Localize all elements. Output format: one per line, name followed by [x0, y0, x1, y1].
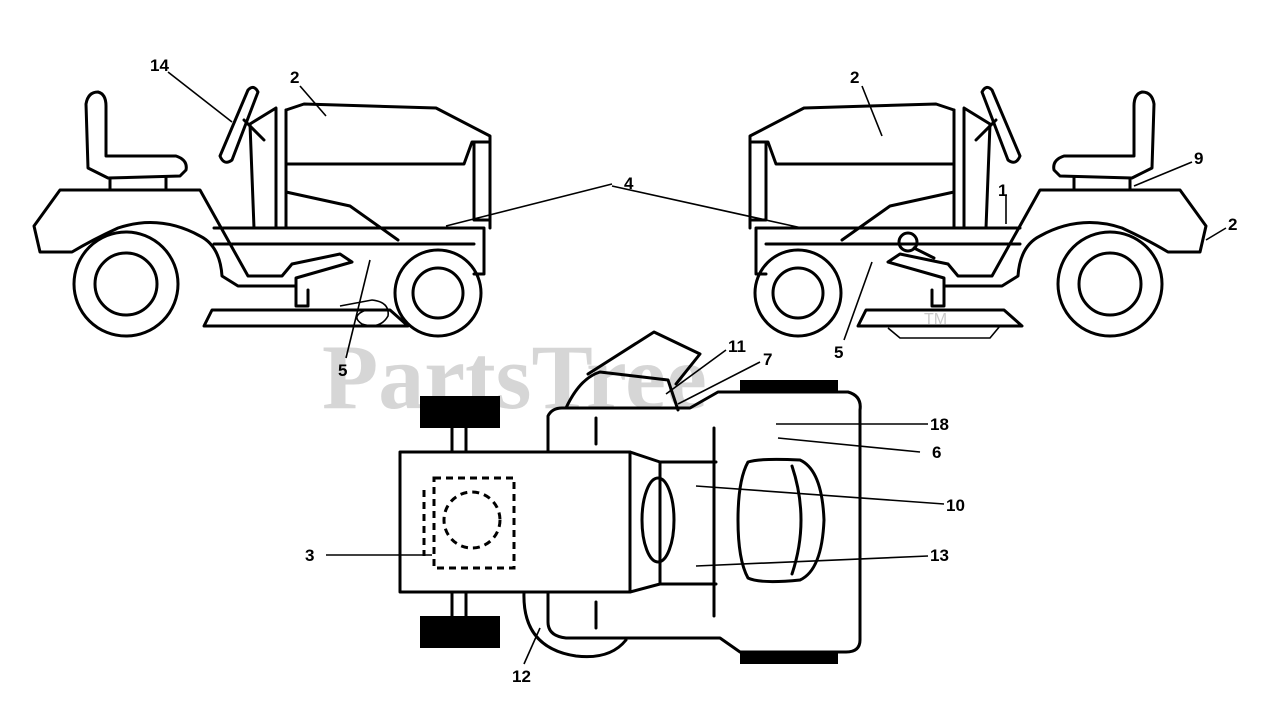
watermark-trademark: TM	[924, 311, 947, 328]
callout-numbers: 14 2 4 5 2 2 9 1 5 11 7 18 6 10 13 3 12	[150, 56, 1237, 686]
callout-3: 3	[305, 546, 314, 565]
mower-right-side-view	[748, 85, 1208, 339]
callout-leaders	[167, 71, 1227, 665]
callout-2-right-top: 2	[850, 68, 859, 87]
mower-top-view	[398, 330, 862, 664]
callout-5-right: 5	[834, 343, 843, 362]
callout-11: 11	[728, 337, 746, 356]
callout-2-left: 2	[290, 68, 299, 87]
callout-5-left: 5	[338, 361, 347, 380]
mower-left-side-view	[32, 85, 492, 338]
callout-14: 14	[150, 56, 169, 75]
callout-6: 6	[932, 443, 941, 462]
callout-4: 4	[624, 174, 634, 193]
callout-13: 13	[930, 546, 949, 565]
callout-18: 18	[930, 415, 949, 434]
callout-9: 9	[1194, 149, 1203, 168]
callout-12: 12	[512, 667, 531, 686]
callout-7: 7	[763, 350, 772, 369]
callout-2-right-rear: 2	[1228, 215, 1237, 234]
callout-1: 1	[998, 181, 1007, 200]
callout-10: 10	[946, 496, 965, 515]
